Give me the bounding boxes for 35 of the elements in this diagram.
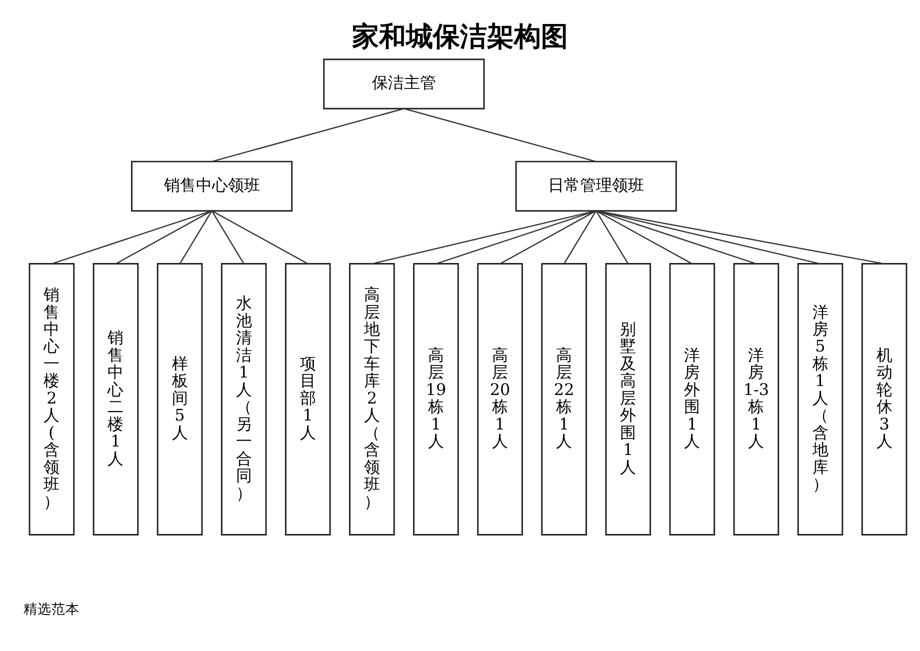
node-box: 高层19栋1人 — [413, 262, 459, 535]
connector — [596, 210, 820, 264]
connector — [52, 210, 212, 264]
node-box: 别墅及高层外围1人 — [605, 262, 652, 535]
node-box: 高层地下车库2人（含领班） — [349, 262, 395, 535]
label: 精选范本 — [24, 600, 80, 617]
node-box: 销售中心二楼1人 — [92, 262, 139, 535]
connector — [404, 108, 596, 162]
connector — [596, 210, 629, 264]
connector — [372, 210, 596, 264]
connector — [564, 210, 597, 264]
node-box: 项目部1人 — [284, 262, 331, 535]
node-box: 销售中心领班 — [131, 160, 293, 212]
diagram-title: 家和城保洁架构图 — [352, 20, 568, 52]
connector — [596, 210, 756, 264]
connector — [596, 210, 884, 264]
connector — [179, 210, 212, 264]
node-box: 样板间5人 — [156, 262, 203, 535]
node-box: 洋房5栋1人（含地库） — [797, 262, 844, 535]
connector — [212, 210, 308, 264]
connector — [212, 108, 404, 162]
node-box: 机动轮休3人 — [861, 262, 908, 535]
node-box: 保洁主管 — [323, 58, 485, 109]
node-box: 销售中心一楼2人(含领班） — [28, 262, 75, 535]
connector — [596, 210, 692, 264]
node-box: 高层22栋1人 — [541, 262, 587, 535]
node-box: 水池清洁1人（另一合同） — [220, 262, 267, 535]
connector — [211, 210, 244, 264]
connector — [500, 210, 596, 264]
node-box: 洋房外围1人 — [669, 262, 716, 535]
connector — [115, 210, 212, 264]
connector — [436, 210, 596, 264]
node-box: 日常管理领班 — [515, 160, 677, 212]
node-box: 高层20栋1人 — [477, 262, 523, 535]
node-box: 洋房1-3栋1人 — [733, 262, 780, 535]
